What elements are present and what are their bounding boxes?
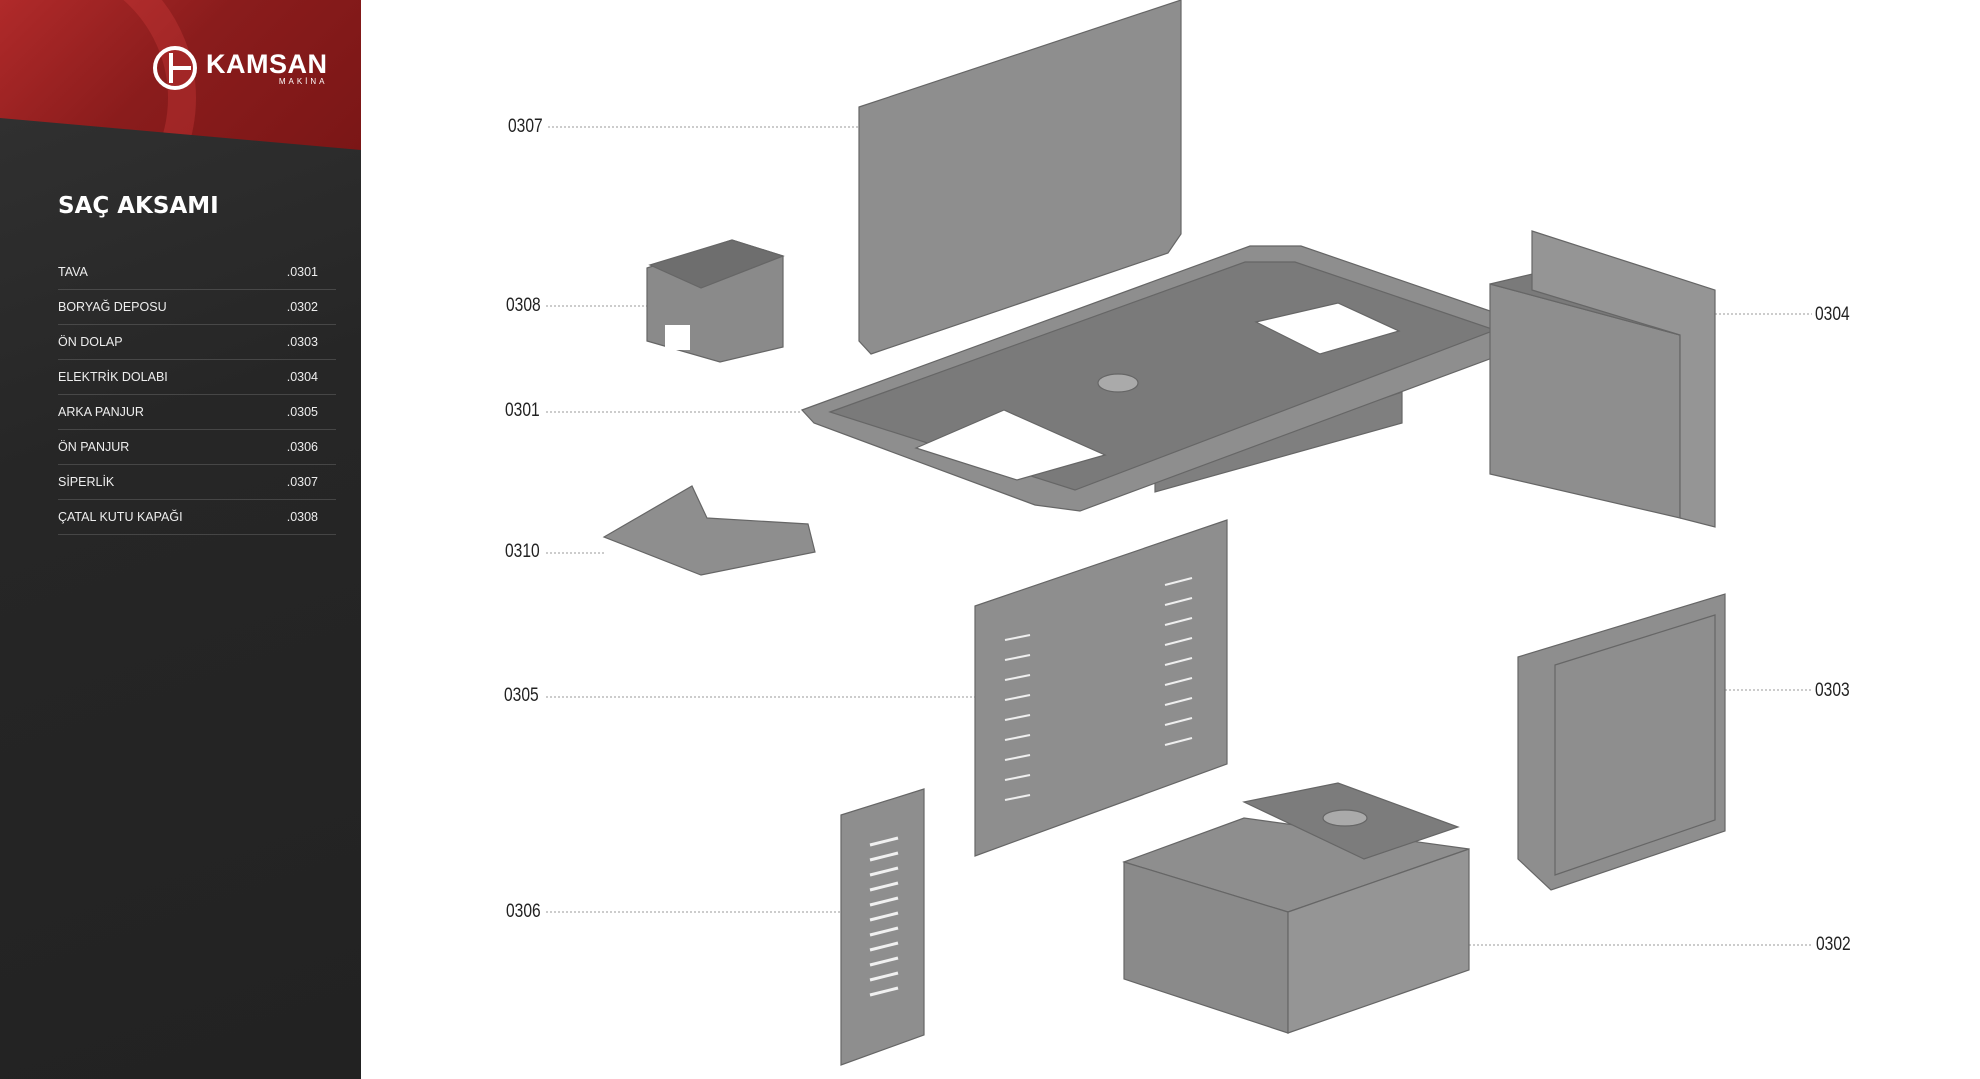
part-0303 xyxy=(1517,593,1726,891)
part-0306 xyxy=(840,788,925,1066)
part-0307 xyxy=(858,0,1182,355)
label-0308: 0308 xyxy=(506,295,541,316)
leader-lines xyxy=(546,126,1812,946)
item-label: TAVA xyxy=(58,265,88,279)
item-code: .0302 xyxy=(286,300,318,314)
list-item[interactable]: ÖN DOLAP .0303 xyxy=(58,325,336,360)
item-code: .0307 xyxy=(286,475,318,489)
item-code: .0304 xyxy=(286,370,318,384)
brand-sub: MAKİNA xyxy=(278,76,328,86)
label-0303: 0303 xyxy=(1815,680,1850,701)
label-0301: 0301 xyxy=(505,400,540,421)
part-0308 xyxy=(646,239,785,363)
label-0307: 0307 xyxy=(508,116,543,137)
parts-list: TAVA .0301 BORYAĞ DEPOSU .0302 ÖN DOLAP .03… xyxy=(58,255,336,535)
item-code: .0308 xyxy=(286,510,318,524)
list-item[interactable]: ÇATAL KUTU KAPAĞI .0308 xyxy=(58,500,336,535)
part-0304 xyxy=(1489,230,1716,528)
item-code: .0301 xyxy=(286,265,318,279)
item-label: ÇATAL KUTU KAPAĞI xyxy=(58,510,183,524)
list-item[interactable]: ÖN PANJUR .0306 xyxy=(58,430,336,465)
brand-name: KAMSAN xyxy=(206,48,328,79)
item-label: ARKA PANJUR xyxy=(58,405,144,419)
list-item[interactable]: BORYAĞ DEPOSU .0302 xyxy=(58,290,336,325)
list-item[interactable]: ELEKTRİK DOLABI .0304 xyxy=(58,360,336,395)
item-code: .0306 xyxy=(286,440,318,454)
item-label: ELEKTRİK DOLABI xyxy=(58,370,168,384)
part-0310 xyxy=(602,485,816,576)
part-0302 xyxy=(1122,782,1470,1034)
label-0305: 0305 xyxy=(504,685,539,706)
kamsan-logo-icon xyxy=(153,46,197,90)
label-0304: 0304 xyxy=(1815,304,1850,325)
list-item[interactable]: SİPERLİK .0307 xyxy=(58,465,336,500)
item-code: .0305 xyxy=(286,405,318,419)
list-item[interactable]: TAVA .0301 xyxy=(58,255,336,290)
part-0301 xyxy=(800,245,1523,512)
label-0310: 0310 xyxy=(505,541,540,562)
label-0302: 0302 xyxy=(1816,934,1851,955)
label-0306: 0306 xyxy=(506,901,541,922)
item-label: ÖN PANJUR xyxy=(58,440,130,454)
item-label: BORYAĞ DEPOSU xyxy=(58,300,167,314)
part-0305 xyxy=(974,519,1228,857)
item-label: SİPERLİK xyxy=(58,475,115,489)
item-code: .0303 xyxy=(286,335,318,349)
list-item[interactable]: ARKA PANJUR .0305 xyxy=(58,395,336,430)
item-label: ÖN DOLAP xyxy=(58,335,123,349)
section-title: SAÇ AKSAMI xyxy=(58,193,219,219)
